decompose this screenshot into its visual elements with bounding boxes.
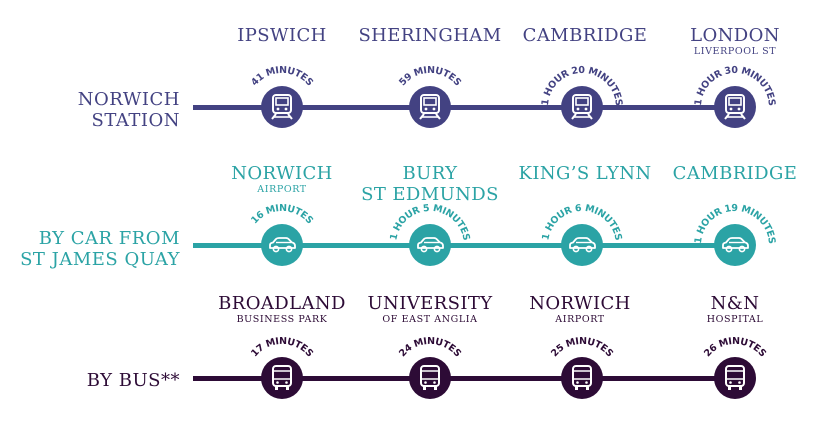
svg-text:1 HOUR 6 MINUTES: 1 HOUR 6 MINUTES xyxy=(540,203,623,242)
stop-cambridge: CAMBRIDGE xyxy=(510,25,660,46)
svg-text:1 HOUR 30 MINUTES: 1 HOUR 30 MINUTES xyxy=(693,65,777,107)
destination-subtitle: AIRPORT xyxy=(257,184,307,195)
bus-stop-circle xyxy=(714,357,756,399)
train-stop-circle xyxy=(561,86,603,128)
bus-stop-circle xyxy=(561,357,603,399)
destination-subtitle: BUSINESS PARK xyxy=(236,314,328,325)
destination-subtitle: OF EAST ANGLIA xyxy=(382,314,478,325)
row-label-line: ST JAMES QUAY xyxy=(20,249,180,270)
row-label-train: NORWICH STATION xyxy=(40,89,180,131)
destination-name: NORWICH xyxy=(529,293,631,314)
train-icon xyxy=(417,93,443,121)
stop-london: LONDON LIVERPOOL ST xyxy=(660,25,810,57)
row-label-line: NORWICH xyxy=(77,89,180,110)
row-label-line: BY CAR FROM xyxy=(38,228,180,249)
travel-time-label: 1 HOUR 19 MINUTES xyxy=(693,203,777,245)
travel-time-label: 1 HOUR 5 MINUTES xyxy=(388,203,472,242)
stop-sheringham: SHERINGHAM xyxy=(355,25,505,46)
destination-name: BURY xyxy=(402,163,458,184)
destination-name: CAMBRIDGE xyxy=(672,163,798,184)
destination-name: UNIVERSITY xyxy=(367,293,493,314)
route-line-car xyxy=(193,243,755,248)
bus-icon xyxy=(723,364,747,392)
stop-nn-hospital: N&N HOSPITAL xyxy=(660,293,810,325)
destination-name: KING’S LYNN xyxy=(518,163,652,184)
car-icon xyxy=(415,236,445,254)
row-label-bus: BY BUS** xyxy=(40,370,180,391)
row-label-car: BY CAR FROM ST JAMES QUAY xyxy=(0,228,180,270)
travel-time-label: 25 MINUTES xyxy=(549,336,615,360)
stop-bury-st-edmunds: BURY ST EDMUNDS xyxy=(355,163,505,205)
svg-text:59 MINUTES: 59 MINUTES xyxy=(397,65,463,89)
svg-text:17 MINUTES: 17 MINUTES xyxy=(249,336,315,360)
bus-icon xyxy=(270,364,294,392)
stop-ipswich: IPSWICH xyxy=(207,25,357,46)
car-stop-circle xyxy=(261,224,303,266)
destination-subtitle: LIVERPOOL ST xyxy=(693,46,777,57)
car-stop-circle xyxy=(409,224,451,266)
travel-time-label: 1 HOUR 20 MINUTES xyxy=(540,65,624,107)
stop-cambridge-car: CAMBRIDGE xyxy=(660,163,810,184)
stop-broadland: BROADLAND BUSINESS PARK xyxy=(207,293,357,325)
route-line-bus xyxy=(193,376,755,381)
destination-name: IPSWICH xyxy=(237,25,327,46)
bus-icon xyxy=(418,364,442,392)
train-stop-circle xyxy=(409,86,451,128)
destination-subtitle: AIRPORT xyxy=(555,314,605,325)
svg-text:41 MINUTES: 41 MINUTES xyxy=(249,65,315,89)
stop-uea: UNIVERSITY OF EAST ANGLIA xyxy=(355,293,505,325)
destination-name-line2: ST EDMUNDS xyxy=(361,184,499,205)
destination-name: N&N xyxy=(710,293,760,314)
svg-text:1 HOUR 5 MINUTES: 1 HOUR 5 MINUTES xyxy=(388,203,471,242)
row-label-line: STATION xyxy=(91,110,180,131)
stop-kings-lynn: KING’S LYNN xyxy=(510,163,660,184)
car-icon xyxy=(567,236,597,254)
train-stop-circle xyxy=(261,86,303,128)
bus-stop-circle xyxy=(261,357,303,399)
car-stop-circle xyxy=(714,224,756,266)
train-icon xyxy=(722,93,748,121)
travel-time-label: 59 MINUTES xyxy=(397,65,463,89)
train-stop-circle xyxy=(714,86,756,128)
row-label-line: BY BUS** xyxy=(86,370,180,391)
destination-name: NORWICH xyxy=(231,163,333,184)
svg-text:1 HOUR 20 MINUTES: 1 HOUR 20 MINUTES xyxy=(540,65,624,107)
car-icon xyxy=(720,236,750,254)
destination-subtitle: HOSPITAL xyxy=(706,314,764,325)
stop-norwich-airport-bus: NORWICH AIRPORT xyxy=(505,293,655,325)
stop-norwich-airport: NORWICH AIRPORT xyxy=(207,163,357,195)
route-line-train xyxy=(193,105,755,110)
travel-time-label: 17 MINUTES xyxy=(249,336,315,360)
bus-icon xyxy=(570,364,594,392)
destination-name: LONDON xyxy=(690,25,780,46)
svg-text:24 MINUTES: 24 MINUTES xyxy=(397,336,463,360)
train-icon xyxy=(569,93,595,121)
train-icon xyxy=(269,93,295,121)
svg-text:25 MINUTES: 25 MINUTES xyxy=(549,336,615,360)
car-icon xyxy=(267,236,297,254)
car-stop-circle xyxy=(561,224,603,266)
travel-time-label: 24 MINUTES xyxy=(397,336,463,360)
travel-time-label: 1 HOUR 6 MINUTES xyxy=(540,203,624,242)
bus-stop-circle xyxy=(409,357,451,399)
destination-name: CAMBRIDGE xyxy=(522,25,648,46)
svg-text:16 MINUTES: 16 MINUTES xyxy=(249,203,315,227)
destination-name: BROADLAND xyxy=(218,293,346,314)
svg-text:1 HOUR 19 MINUTES: 1 HOUR 19 MINUTES xyxy=(693,203,777,245)
travel-time-label: 26 MINUTES xyxy=(702,336,768,360)
travel-time-label: 1 HOUR 30 MINUTES xyxy=(693,65,777,107)
svg-text:26 MINUTES: 26 MINUTES xyxy=(702,336,768,360)
destination-name: SHERINGHAM xyxy=(358,25,502,46)
travel-time-label: 16 MINUTES xyxy=(249,203,315,227)
travel-time-label: 41 MINUTES xyxy=(249,65,315,89)
